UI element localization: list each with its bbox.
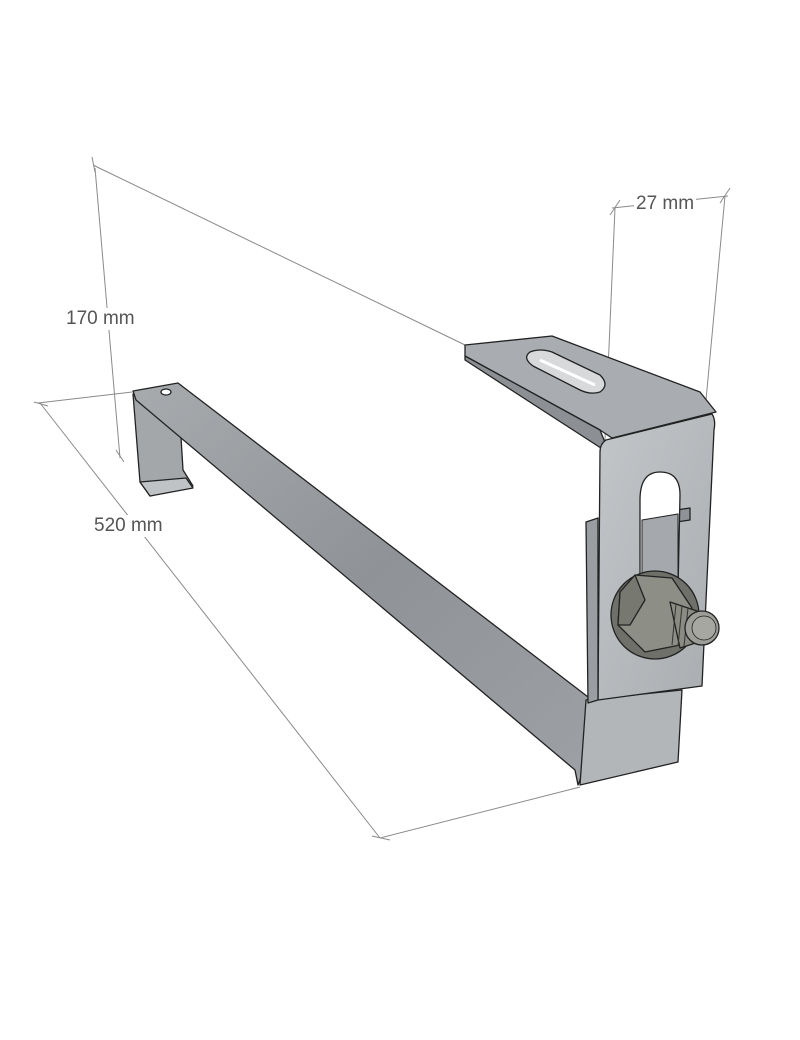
width-dimension-label: 27 mm [634,193,697,215]
height-dimension-label: 170 mm [64,308,137,330]
length-dimension-label: 520 mm [92,515,165,537]
hook-arm [132,382,593,786]
hook-lower-block [579,689,683,786]
nut-bolt [610,570,720,660]
